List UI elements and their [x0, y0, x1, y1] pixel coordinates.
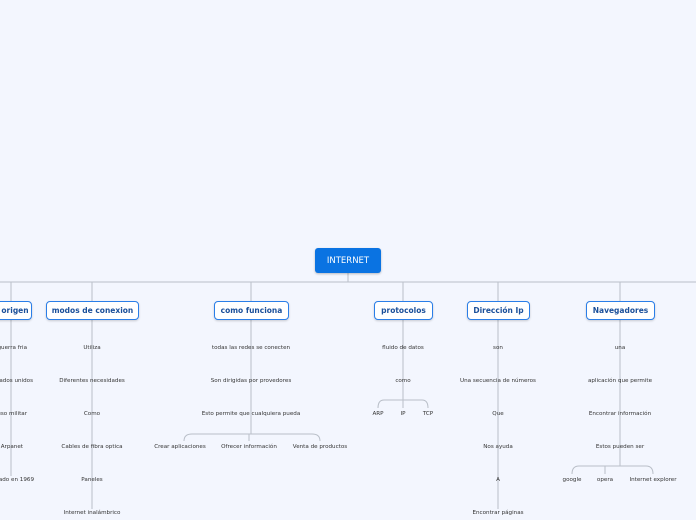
leaf-node: Esto permite que cualquiera pueda [201, 411, 301, 417]
leaf-node: IP [400, 411, 406, 417]
leaf-node: son [493, 345, 503, 351]
leaf-node: Arpanet [0, 444, 23, 450]
leaf-node: Nos ayuda [483, 444, 513, 450]
leaf-node: todas las redes se conecten [211, 345, 291, 351]
leaf-node: TCP [422, 411, 434, 417]
leaf-node: Internet explorer [629, 477, 677, 483]
leaf-node: Cables de fibra optica [61, 444, 123, 450]
leaf-node: Una secuencia de números [460, 378, 536, 384]
branch-node-origen[interactable]: origen [0, 301, 32, 320]
leaf-node: creado en 1969 [0, 477, 34, 483]
leaf-node: Encontrar información [588, 411, 652, 417]
leaf-node: Utiliza [83, 345, 101, 351]
leaf-node: google [562, 477, 582, 483]
leaf-node: Que [492, 411, 504, 417]
leaf-node: Crear aplicaciones [154, 444, 206, 450]
leaf-node: ARP [372, 411, 384, 417]
branch-node-navegadores[interactable]: Navegadores [586, 301, 655, 320]
leaf-node: guerra fria [0, 345, 27, 351]
leaf-node: Venta de productos [292, 444, 348, 450]
connector-line [183, 431, 321, 442]
branch-node-como-funciona[interactable]: como funciona [214, 301, 289, 320]
leaf-node: Como [83, 411, 101, 417]
leaf-node: estados unidos [0, 378, 33, 384]
branch-title: Navegadores [592, 306, 649, 315]
leaf-node: Encontrar páginas [472, 510, 524, 516]
leaf-node: aplicación que permite [587, 378, 653, 384]
root-node[interactable]: INTERNET [315, 248, 381, 273]
leaf-node: Internet inalámbrico [63, 510, 121, 516]
leaf-node: como [395, 378, 411, 384]
branch-title: origen [1, 306, 29, 315]
leaf-node: Paneles [81, 477, 103, 483]
connector-line [377, 397, 429, 409]
leaf-node: Son dirigidas por provedores [210, 378, 292, 384]
leaf-node: Estos pueden ser [595, 444, 645, 450]
leaf-node: una [614, 345, 626, 351]
leaf-node: fluido de datos [382, 345, 424, 351]
connector-line [571, 462, 654, 475]
root-label: INTERNET [326, 255, 370, 266]
branch-node-modos-de-conexion[interactable]: modos de conexion [46, 301, 139, 320]
leaf-node: Ofrecer información [221, 444, 277, 450]
branch-node-direccion-ip[interactable]: Dirección Ip [467, 301, 530, 320]
branch-title: Dirección Ip [473, 306, 524, 315]
branch-title: modos de conexion [51, 306, 134, 315]
leaf-node: Diferentes necesidades [59, 378, 125, 384]
leaf-node: opera [596, 477, 614, 483]
branch-title: protocolos [381, 306, 426, 315]
branch-node-protocolos[interactable]: protocolos [374, 301, 433, 320]
leaf-node: uso militar [0, 411, 27, 417]
leaf-node: A [496, 477, 500, 483]
branch-title: como funciona [220, 306, 283, 315]
